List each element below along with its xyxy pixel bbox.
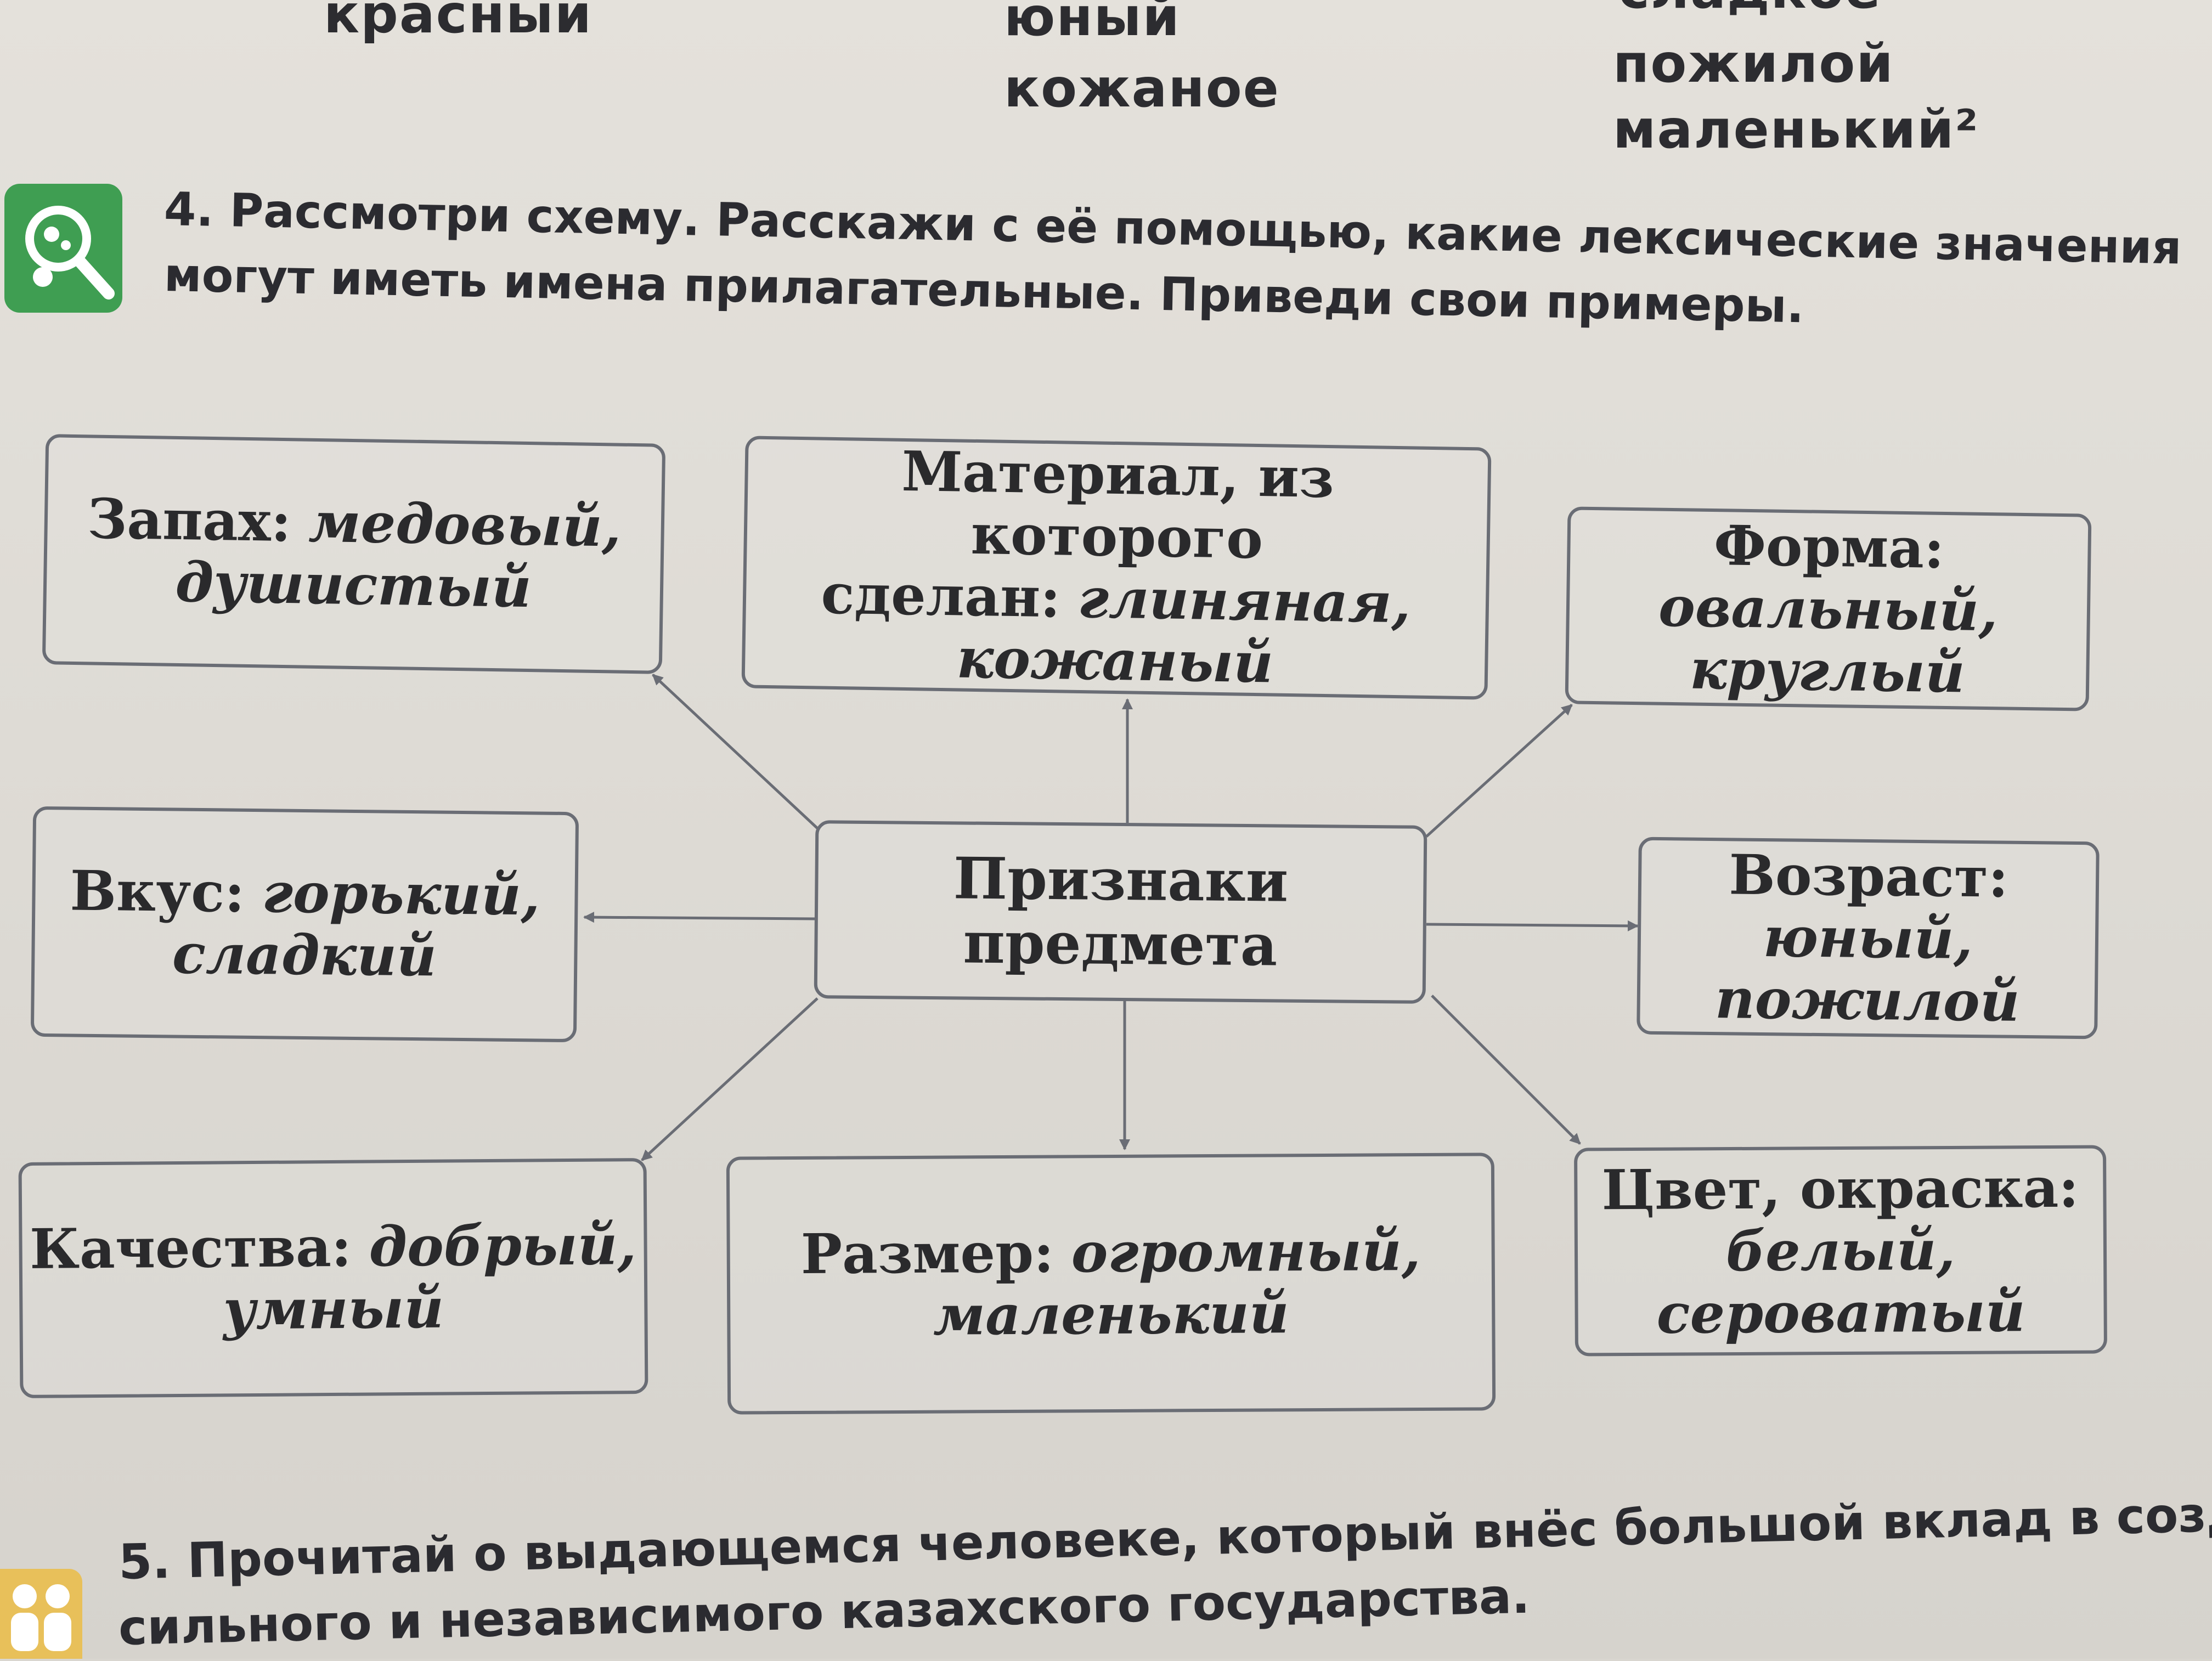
box-taste: Вкус: горький, сладкий	[30, 806, 579, 1043]
arrow-to-taste	[583, 912, 815, 923]
prev-word-sweet: сладкое	[1618, 0, 1882, 20]
box-color: Цвет, окраска: белый, сероватый	[1574, 1145, 2107, 1357]
scheme-center-box: Признаки предмета	[814, 820, 1427, 1004]
prev-word-young: юный	[1004, 0, 1181, 48]
prev-word-red: красный	[324, 0, 592, 45]
arrow-to-age	[1426, 920, 1639, 931]
taste-head: Вкус:	[69, 858, 245, 925]
box-size: Размер: огромный, маленький	[726, 1152, 1496, 1415]
prev-word-elderly: пожилой	[1613, 33, 1894, 94]
age-examples: юный, пожилой	[1714, 904, 2021, 1034]
prev-word-leather: кожаное	[1004, 58, 1280, 119]
shape-examples: овальный, круглый	[1658, 574, 1999, 705]
box-shape: Форма: овальный, круглый	[1565, 506, 2092, 711]
box-age: Возраст: юный, пожилой	[1637, 837, 2100, 1039]
age-head: Возраст:	[1728, 841, 2009, 910]
box-material: Материал, из которого сделан: глиняная, …	[741, 436, 1492, 700]
scheme-center-label: Признаки предмета	[953, 844, 1289, 979]
arrow-to-qualities	[641, 997, 819, 1161]
smell-head: Запах:	[87, 486, 292, 555]
shape-head: Форма:	[1713, 512, 1945, 581]
magnifier-icon	[4, 184, 122, 313]
arrow-to-smell	[652, 674, 819, 829]
box-smell: Запах: медовый, душистый	[42, 434, 666, 674]
people-icon	[0, 1569, 82, 1659]
color-head: Цвет, окраска:	[1601, 1155, 2079, 1222]
qualities-head: Качества:	[29, 1214, 352, 1281]
arrow-to-color	[1431, 995, 1581, 1145]
size-head: Размер:	[800, 1220, 1054, 1286]
color-examples: белый, сероватый	[1656, 1217, 2025, 1346]
arrow-to-shape	[1425, 704, 1573, 838]
box-qualities: Качества: добрый, умный	[18, 1158, 648, 1398]
prev-word-small: маленький²	[1613, 99, 1979, 160]
